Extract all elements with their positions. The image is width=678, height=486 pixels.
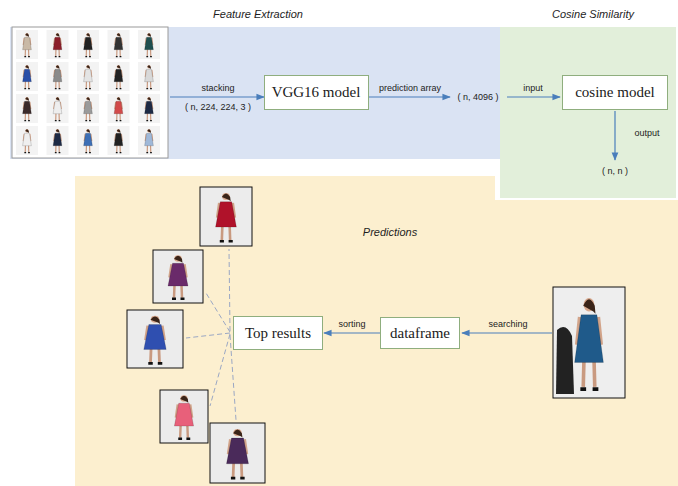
box-label: Top results — [245, 325, 311, 342]
clothing-photo — [47, 94, 69, 123]
clothing-photo — [138, 30, 160, 59]
annotation-label: input — [523, 83, 543, 94]
prediction-arrow — [367, 96, 450, 97]
stacking-arrow — [170, 96, 264, 97]
clothing-photo — [200, 187, 252, 246]
clothing-photo — [77, 30, 99, 59]
clothing-photo — [47, 126, 69, 155]
process-box: VGG16 model — [264, 75, 369, 110]
annotation-label: output — [634, 128, 659, 139]
clothing-photo — [77, 126, 99, 155]
region-title: Predictions — [363, 226, 417, 238]
clothing-photo — [108, 94, 130, 123]
process-box: Top results — [233, 316, 323, 350]
clothing-photo — [108, 62, 130, 91]
box-label: VGG16 model — [272, 84, 361, 101]
box-label: cosine model — [575, 84, 655, 101]
clothing-photo — [16, 62, 38, 91]
input-arrow — [507, 96, 560, 97]
region-title: Cosine Similarity — [552, 8, 634, 20]
clothing-photo — [127, 310, 183, 368]
result-photos — [127, 187, 625, 483]
annotation-label: stacking — [201, 83, 234, 94]
image-grid-frame — [12, 27, 168, 158]
clothing-photo — [108, 126, 130, 155]
clothing-photo — [160, 390, 208, 443]
clothing-photo — [16, 30, 38, 59]
annotation-label: prediction array — [379, 83, 441, 94]
region-panel: cosine modelCosine Similarity — [500, 27, 676, 198]
clothing-photo — [77, 62, 99, 91]
annotation-label: ( n, 4096 ) — [457, 92, 498, 103]
output-arrow — [614, 111, 615, 160]
clothing-photo — [108, 30, 130, 59]
clothing-photo — [16, 94, 38, 123]
process-box: cosine model — [562, 75, 668, 110]
searching-arrow — [462, 332, 552, 333]
clothing-photo — [47, 30, 69, 59]
box-label: dataframe — [390, 325, 450, 342]
clothing-photo — [138, 94, 160, 123]
clothing-photo — [138, 62, 160, 91]
clothing-photo — [47, 62, 69, 91]
annotation-label: ( n, n ) — [602, 166, 628, 177]
annotation-label: searching — [488, 319, 527, 330]
region-panel: Top results dataframe Predictions — [75, 176, 678, 486]
edge-label: sorting — [338, 319, 365, 330]
flow-arrow — [324, 332, 380, 333]
annotation-label: ( n, 224, 224, 3 ) — [185, 102, 251, 113]
region-shape — [75, 176, 678, 486]
clothing-photo — [153, 250, 203, 303]
process-box: dataframe — [380, 317, 460, 349]
clothing-photo — [138, 126, 160, 155]
region-title: Feature Extraction — [213, 8, 303, 20]
clothing-photo — [210, 423, 265, 483]
clothing-photo — [77, 94, 99, 123]
clothing-photo — [16, 126, 38, 155]
image-grid — [16, 30, 160, 155]
query-photo — [553, 287, 625, 398]
result-leader-lines — [186, 249, 236, 420]
